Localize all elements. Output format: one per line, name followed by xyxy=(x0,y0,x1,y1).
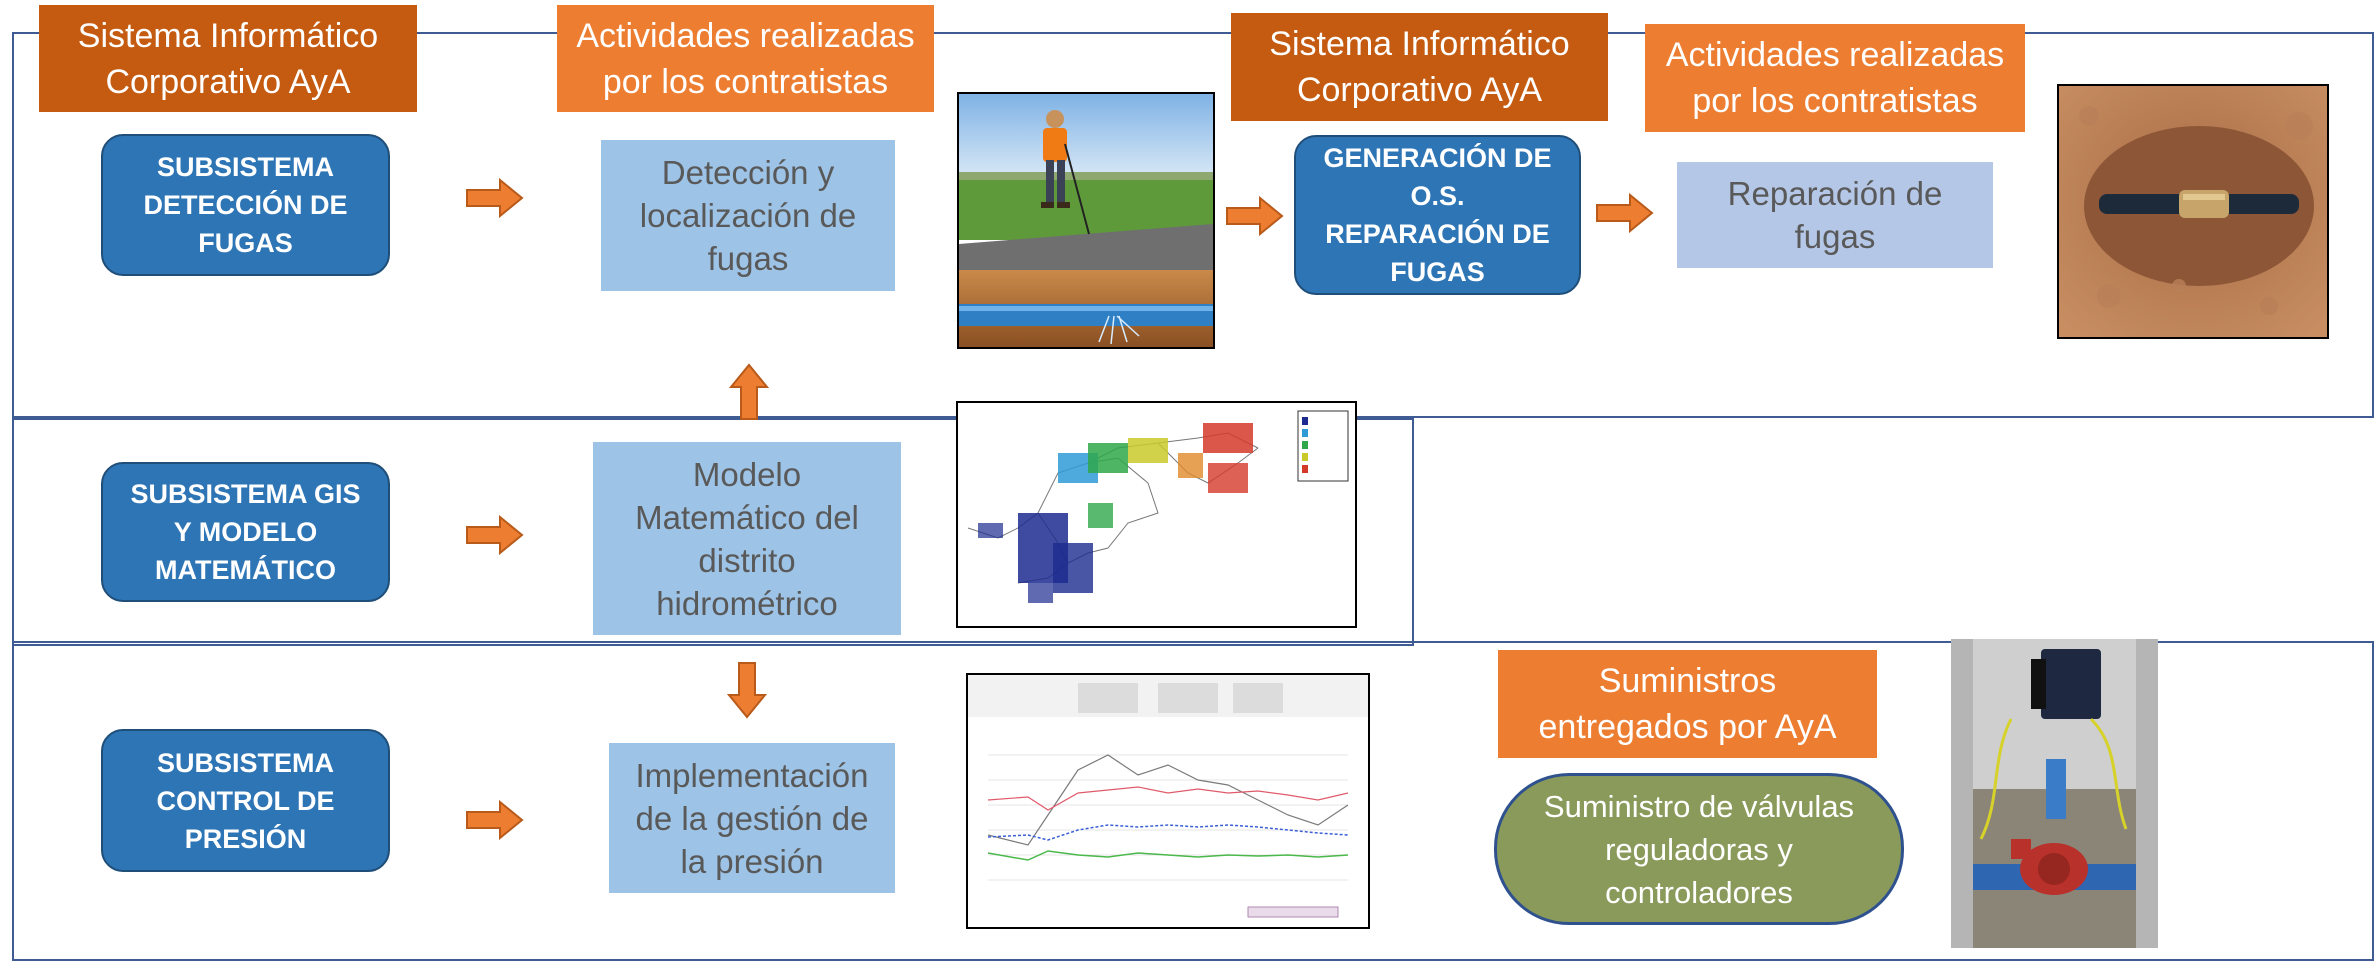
activity-deteccion-localizacion: Detección y localización de fugas xyxy=(601,140,895,291)
header-sistema-informatico-2: Sistema Informático Corporativo AyA xyxy=(1231,13,1608,121)
header-actividades-contratistas-1: Actividades realizadas por los contratis… xyxy=(557,5,934,112)
repaired-pipe-in-trench-photo xyxy=(2057,84,2329,339)
arrow-right-icon xyxy=(1596,193,1654,233)
arrow-right-icon xyxy=(1226,196,1284,236)
subsystem-generacion-os: GENERACIÓN DE O.S. REPARACIÓN DE FUGAS xyxy=(1294,135,1581,295)
header-actividades-contratistas-2: Actividades realizadas por los contratis… xyxy=(1645,24,2025,132)
supply-valvulas-controladores: Suministro de válvulas reguladoras y con… xyxy=(1494,773,1904,925)
arrow-right-icon xyxy=(466,515,524,555)
gis-section-frame xyxy=(12,418,1414,646)
technician-listening-pipe-photo xyxy=(957,92,1215,349)
arrow-up-icon xyxy=(729,363,769,420)
subsystem-deteccion-fugas: SUBSISTEMA DETECCIÓN DE FUGAS xyxy=(101,134,390,276)
arrow-right-icon xyxy=(466,800,524,840)
hydraulic-network-model-map xyxy=(956,401,1357,628)
activity-reparacion-fugas: Reparación de fugas xyxy=(1677,162,1993,268)
pressure-reducing-valve-photo xyxy=(1951,639,2158,948)
header-sistema-informatico-1: Sistema Informático Corporativo AyA xyxy=(39,5,417,112)
arrow-right-icon xyxy=(466,178,524,218)
arrow-down-icon xyxy=(727,662,767,719)
subsystem-control-presion: SUBSISTEMA CONTROL DE PRESIÓN xyxy=(101,729,390,872)
pressure-monitoring-screenshot xyxy=(966,673,1370,929)
activity-modelo-matematico: Modelo Matemático del distrito hidrométr… xyxy=(593,442,901,635)
activity-implementacion-presion: Implementación de la gestión de la presi… xyxy=(609,743,895,893)
header-suministros-aya: Suministros entregados por AyA xyxy=(1498,650,1877,758)
subsystem-gis-modelo: SUBSISTEMA GIS Y MODELO MATEMÁTICO xyxy=(101,462,390,602)
